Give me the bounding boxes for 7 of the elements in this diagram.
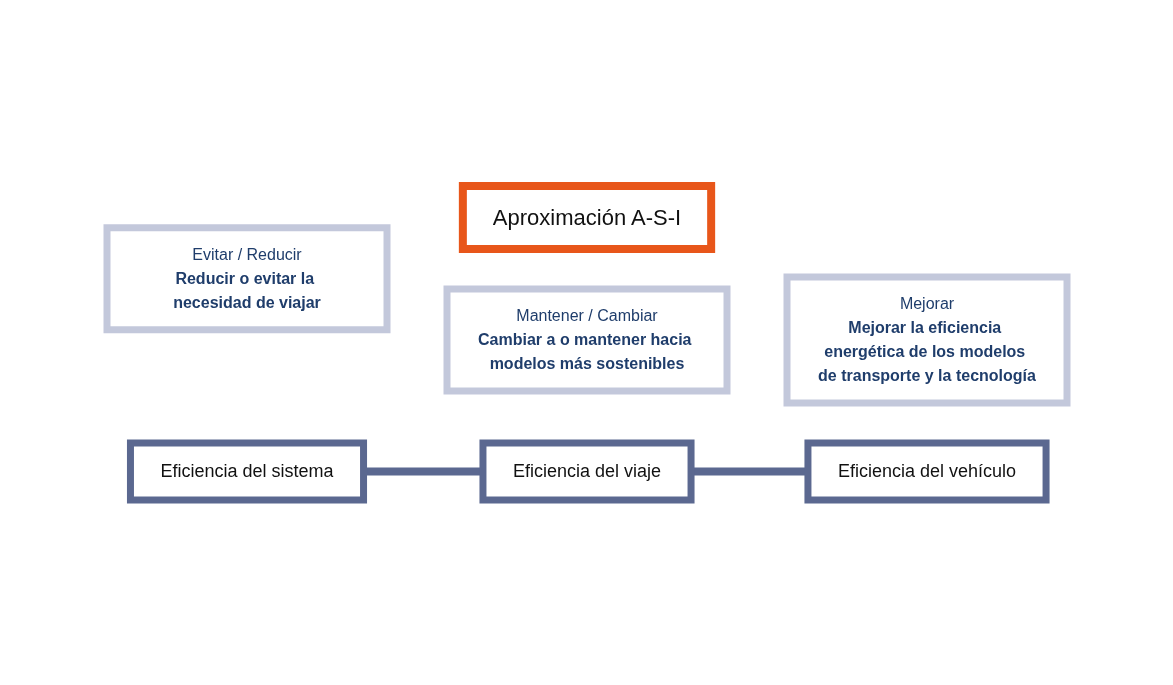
node-box: Eficiencia del sistema xyxy=(126,439,367,503)
node-box: Eficiencia del vehículo xyxy=(803,439,1050,503)
node-box: Eficiencia del viaje xyxy=(478,439,695,503)
node-box: Mantener / Cambiar Cambiar a o mantener hacia modelos más sostenibles xyxy=(443,285,730,394)
node-box: Evitar / Reducir Reducir o evitar la necesidad de viajar xyxy=(103,223,390,333)
node-box: Aproximación A-S-I xyxy=(458,181,715,253)
node-box: Mejorar Mejorar la eficiencia energética de los modelos de transporte y la tecnología xyxy=(783,273,1070,406)
